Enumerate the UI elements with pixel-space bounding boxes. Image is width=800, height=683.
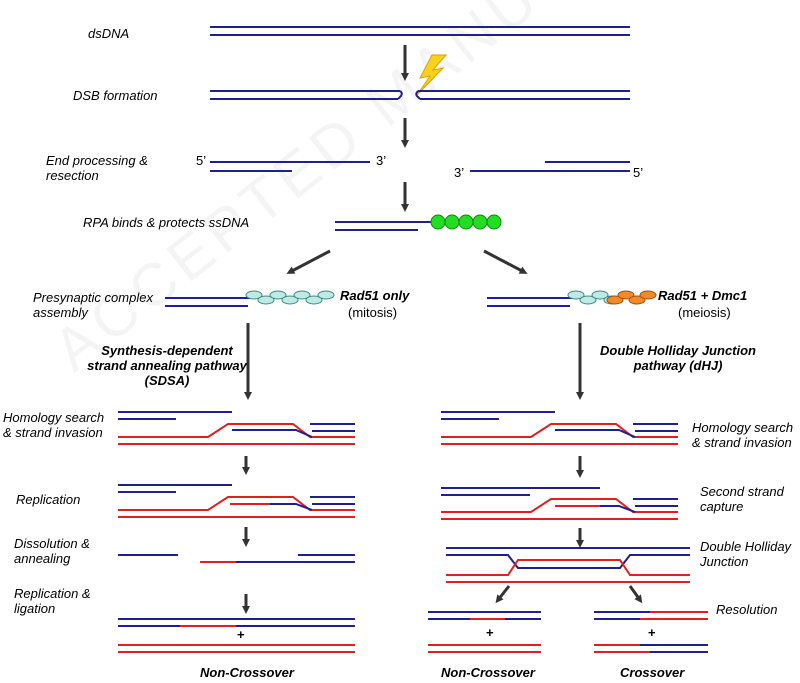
sdsa-plus: +	[237, 627, 245, 642]
dsb-duplex	[210, 90, 630, 100]
dhj-second-strand-capture	[441, 487, 678, 520]
sdsa-label-ligation: Replication & ligation	[14, 586, 91, 616]
mitosis-subtitle: (mitosis)	[348, 305, 398, 320]
dhj-label-double-hj: Double Holliday Junction	[700, 539, 792, 569]
rad51-protein	[305, 295, 323, 305]
rad51-protein	[317, 290, 335, 300]
rpa-coated-ssdna	[335, 214, 502, 231]
dhj-outcome-non-crossover: Non-Crossover	[441, 665, 535, 680]
dmc1-protein	[617, 290, 635, 300]
arrow-right-branch	[628, 585, 643, 604]
arrow-right-branch	[483, 249, 528, 274]
step-label-presynaptic: Presynaptic complex assembly	[33, 290, 153, 320]
meiosis-title: Rad51 + Dmc1	[658, 288, 748, 303]
rad51-filament	[165, 290, 335, 307]
rpa-protein	[430, 214, 446, 230]
dhj-label-resolution: Resolution	[716, 602, 778, 617]
rad51-protein	[293, 290, 311, 300]
sdsa-outcome: Non-Crossover	[200, 665, 294, 680]
dhj-pathway-title: Double Holliday Junction pathway (dHJ)	[599, 343, 756, 373]
rad51-protein	[579, 295, 597, 305]
rpa-protein	[444, 214, 460, 230]
sdsa-strand-invasion	[118, 411, 355, 445]
rpa-protein	[486, 214, 502, 230]
sdsa-label-replication: Replication	[16, 492, 81, 507]
rad51-dmc1-filament	[487, 290, 657, 307]
rad51-protein	[591, 290, 609, 300]
dmc1-protein	[606, 295, 624, 305]
rad51-protein	[281, 295, 299, 305]
dhj-label-homology: Homology search & strand invasion	[692, 420, 794, 450]
lightning-bolt-icon	[416, 54, 448, 96]
sdsa-annealing	[118, 554, 355, 563]
rad51-protein	[245, 290, 263, 300]
rad51-protein	[567, 290, 585, 300]
step-label-dsdna: dsDNA	[88, 26, 130, 41]
rpa-protein	[472, 214, 488, 230]
resected-ends	[210, 161, 630, 172]
end-label-3prime-right: 3’	[454, 165, 465, 180]
dsdna-duplex	[210, 26, 630, 36]
step-label-end-processing: End processing & resection	[46, 153, 148, 183]
rad51-protein	[269, 290, 287, 300]
step-label-rpa: RPA binds & protects ssDNA	[83, 215, 250, 230]
dhj-crossover-products	[594, 611, 708, 653]
arrow-left-branch	[286, 249, 331, 274]
sdsa-ligated-products	[118, 618, 355, 653]
double-holliday-junction	[446, 547, 690, 583]
sdsa-label-homology: Homology search & strand invasion	[3, 410, 105, 440]
rpa-protein	[458, 214, 474, 230]
dhj-plus-right: +	[648, 625, 656, 640]
dmc1-protein	[628, 295, 646, 305]
sdsa-pathway-title: Synthesis-dependent strand annealing pat…	[87, 343, 247, 388]
arrow-left-branch	[495, 585, 511, 604]
dhj-strand-invasion	[441, 411, 678, 445]
dhj-outcome-crossover: Crossover	[620, 665, 685, 680]
meiosis-subtitle: (meiosis)	[678, 305, 731, 320]
mitosis-title: Rad51 only	[340, 288, 410, 303]
rad51-protein	[257, 295, 275, 305]
step-label-dsb: DSB formation	[73, 88, 158, 103]
end-label-3prime-left: 3’	[376, 153, 387, 168]
dhj-label-second-strand: Second strand capture	[700, 484, 784, 514]
sdsa-replication	[118, 484, 355, 518]
end-label-5prime-left: 5’	[196, 153, 207, 168]
sdsa-label-dissolution: Dissolution & annealing	[14, 536, 90, 566]
dhj-non-crossover-products	[428, 611, 541, 653]
dhj-plus-left: +	[486, 625, 494, 640]
end-label-5prime-right: 5’	[633, 165, 644, 180]
dmc1-protein	[639, 290, 657, 300]
